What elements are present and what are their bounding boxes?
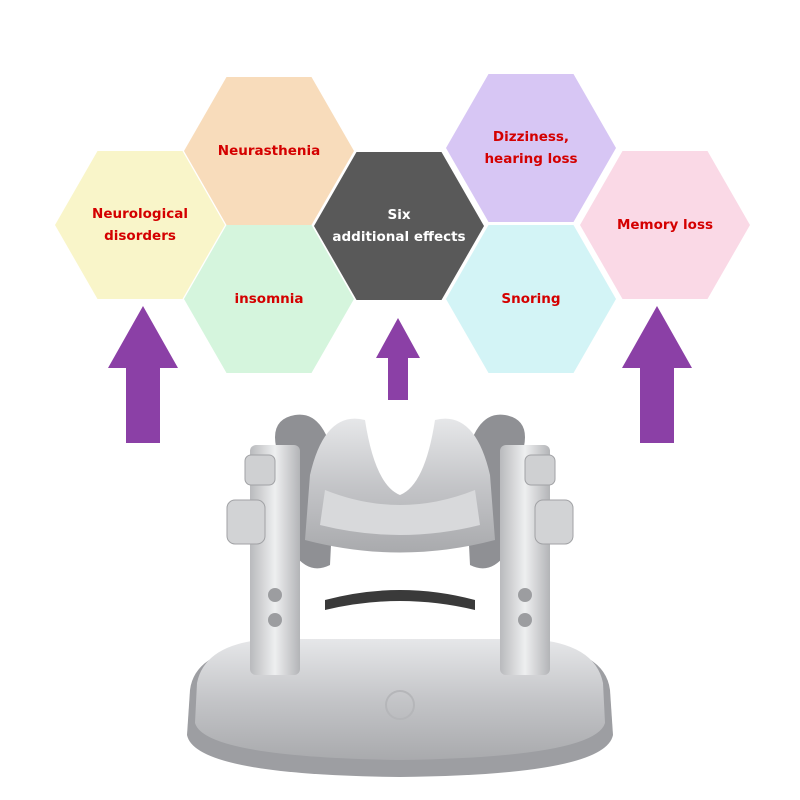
hexagon-label: Neurasthenia bbox=[217, 143, 321, 159]
hexagon-six-additional-effects: Six additional effects bbox=[314, 152, 484, 300]
hexagon-memory-loss: Memory loss bbox=[580, 151, 750, 299]
neck-traction-device-icon bbox=[187, 414, 613, 777]
hexagon-label: insomnia bbox=[234, 291, 304, 307]
arrow-up-icon bbox=[108, 306, 178, 443]
hexagon-label: Neurological disorders bbox=[92, 206, 188, 244]
hexagon-label: Memory loss bbox=[616, 217, 714, 233]
hexagon-label: Dizziness, hearing loss bbox=[484, 129, 578, 167]
hexagon-label: Six additional effects bbox=[332, 207, 466, 245]
hexagon-label: Snoring bbox=[501, 291, 561, 307]
hexagon-dizziness-hearing-loss: Dizziness, hearing loss bbox=[446, 74, 616, 222]
arrow-up-icon bbox=[376, 318, 420, 400]
arrow-up-icon bbox=[622, 306, 692, 443]
